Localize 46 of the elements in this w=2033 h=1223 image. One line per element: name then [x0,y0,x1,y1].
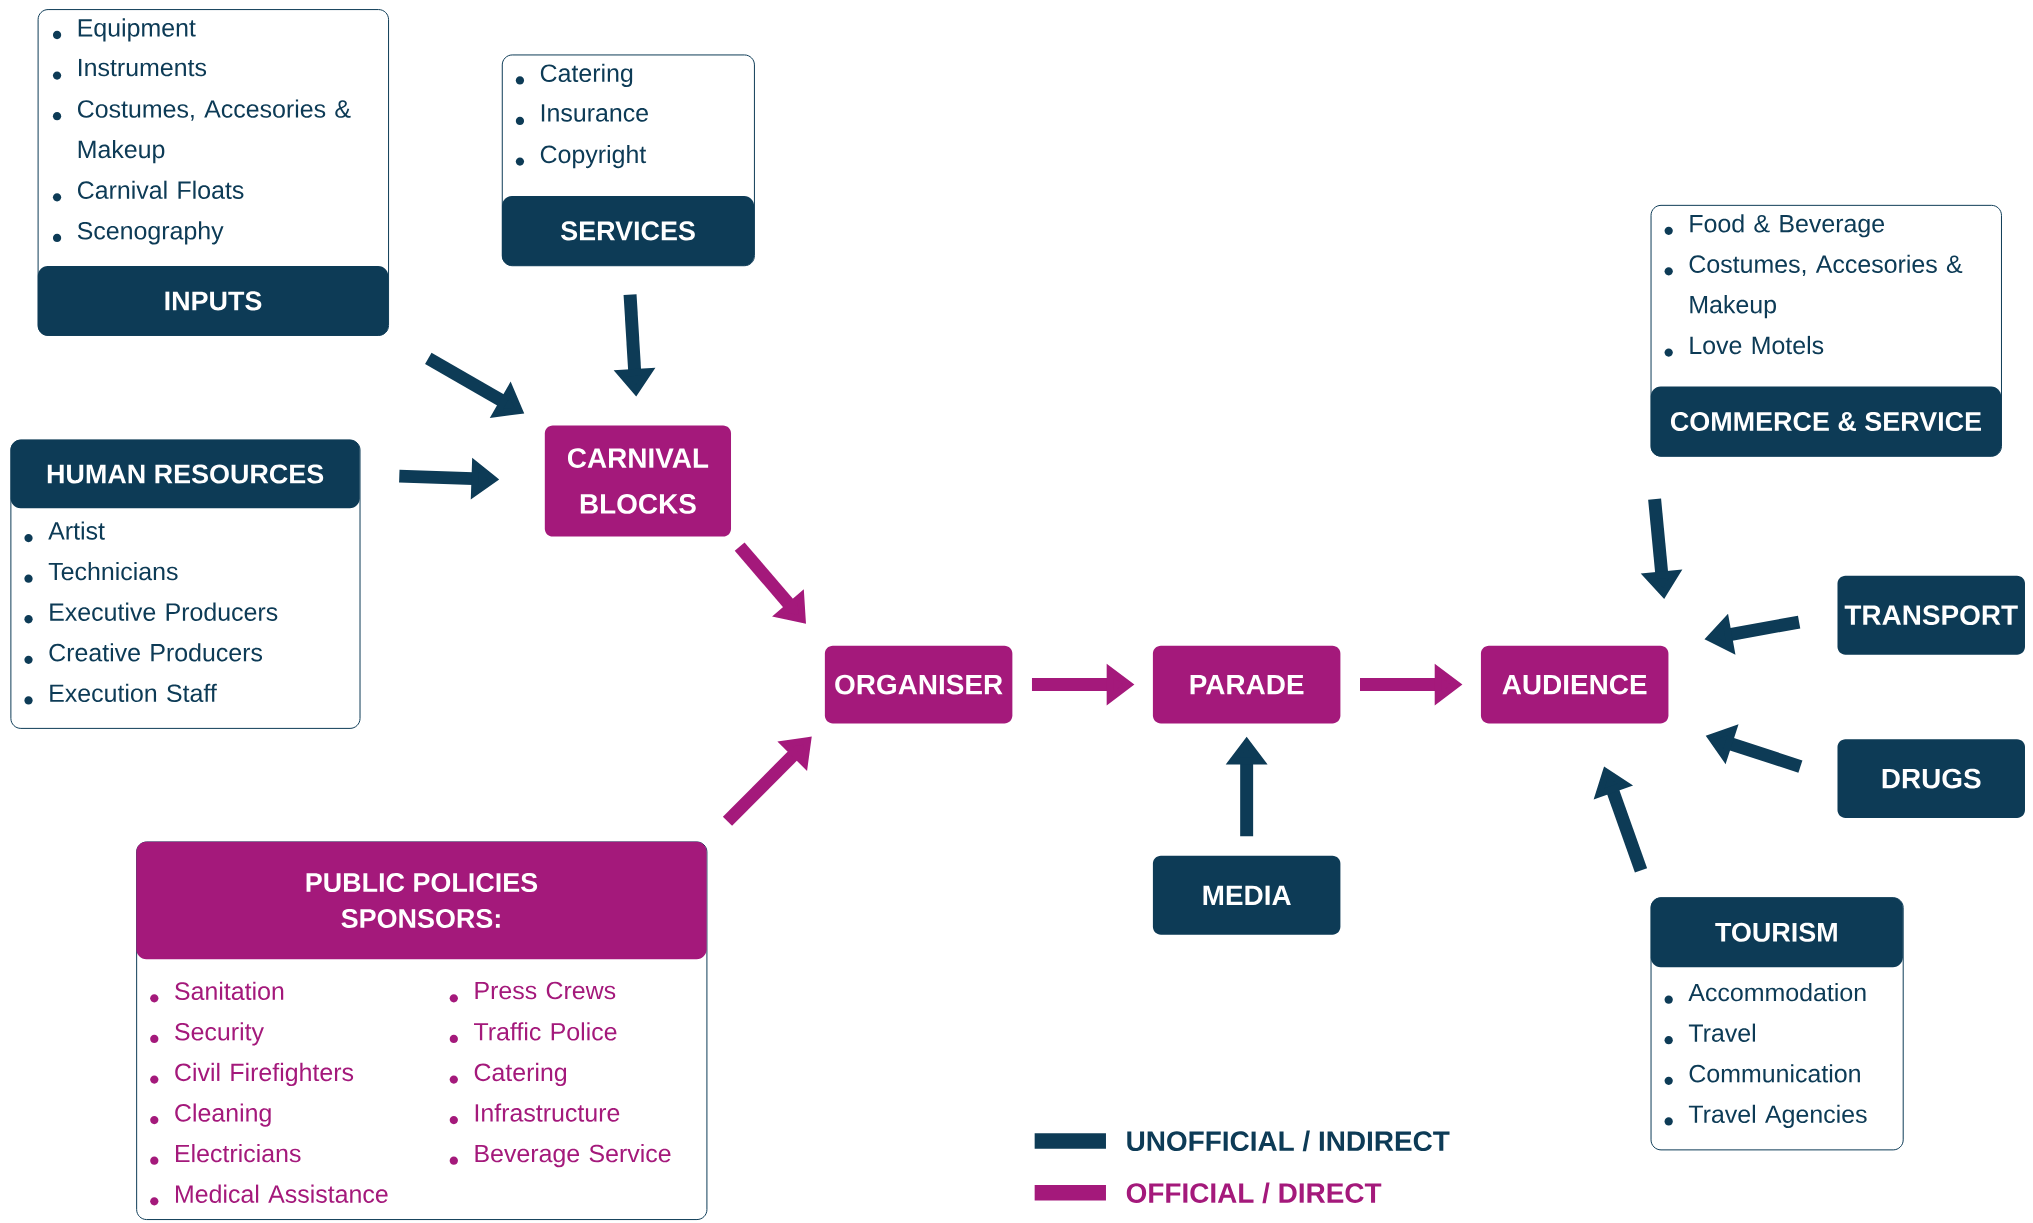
header-band: SERVICES [501,196,755,266]
list-item: Costumes, Accesories & Makeup [1689,254,1963,319]
header-band: PUBLIC POLICIES SPONSORS: [136,841,707,960]
process-box: TRANSPORT [1837,575,2025,655]
list-item: Traffic Police [474,1022,617,1041]
list-item: Carnival Floats [77,180,244,200]
list-item: Equipment [78,18,196,42]
list-item: Travel Agencies [1688,1104,1867,1129]
process-box: AUDIENCE [1480,645,1669,724]
list-item: Infrastructure [475,1103,620,1122]
list-item: Instruments [79,59,207,77]
list-item: Security [175,1022,264,1046]
list-item: Catering [474,1063,567,1087]
header-band: INPUTS [37,266,389,336]
list-item: Civil Firefighters [175,1063,354,1087]
list-item: Electricians [176,1144,301,1163]
list-item: Execution Staff [50,683,217,703]
header-band: COMMERCE & SERVICE [1650,386,2002,457]
process-box: ORGANISER [824,645,1013,724]
list-item: Costumes, Accesories & Makeup [77,99,351,164]
list-item: Cleaning [175,1103,271,1127]
list-item: Press Crews [475,981,616,1000]
header-band: HUMAN RESOURCES [10,439,360,509]
list-item: Technicians [48,562,178,581]
process-box: DRUGS [1837,739,2025,819]
list-item: Catering [540,63,633,88]
process-box: PARADE [1152,645,1341,724]
list-item: Love Motels [1690,336,1824,355]
header-band: TOURISM [1650,897,1903,968]
process-box: CARNIVAL BLOCKS [544,425,731,537]
list-item: Food & Beverage [1690,214,1884,238]
legend-label: OFFICIAL / DIRECT [1126,1182,1382,1204]
list-item: Medical Assistance [176,1184,388,1204]
list-item: Copyright [540,145,647,169]
list-item: Creative Producers [49,643,262,662]
legend-label: UNOFFICIAL / INDIRECT [1127,1130,1450,1152]
list-item: Sanitation [175,981,284,1001]
list-item: Travel [1688,1023,1755,1043]
list-item: Executive Producers [50,602,278,622]
process-box: MEDIA [1152,856,1341,935]
list-item: Scenography [77,221,224,245]
list-item: Artist [48,521,105,540]
list-item: Accommodation [1688,983,1866,1002]
list-item: Communication [1689,1064,1860,1083]
list-item: Beverage Service [475,1144,671,1168]
list-item: Insurance [541,104,648,122]
